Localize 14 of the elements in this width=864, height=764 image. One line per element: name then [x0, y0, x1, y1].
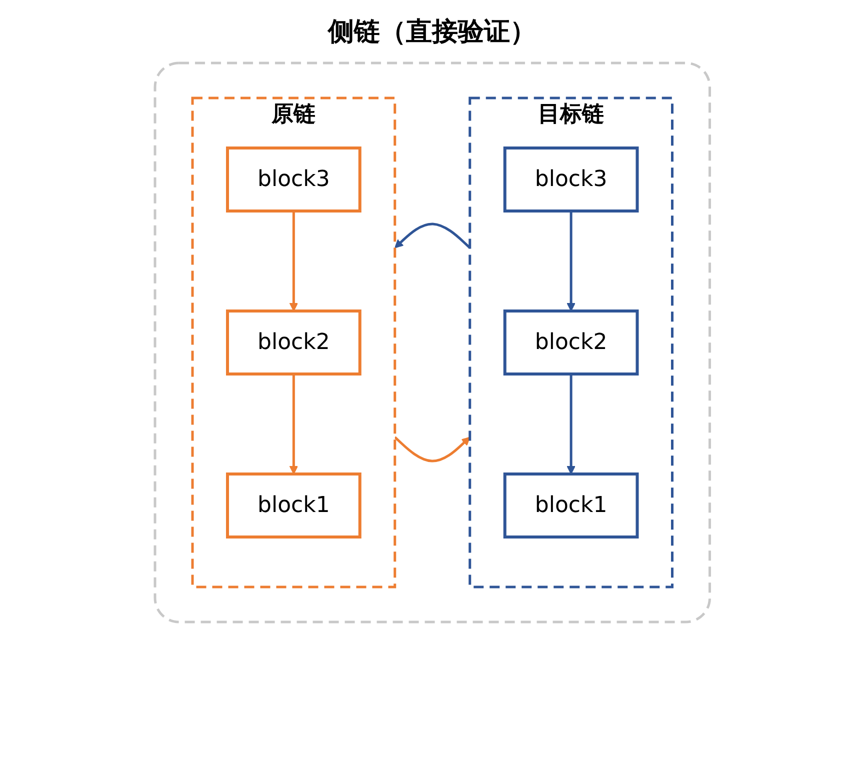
- arrow: [566, 211, 576, 312]
- node-box: block1: [503, 472, 638, 538]
- node-box: block2: [503, 310, 638, 376]
- diagram-title: 侧链（直接验证）: [326, 16, 537, 49]
- cluster: [153, 62, 711, 624]
- arrow: [394, 222, 470, 249]
- arrow: [288, 211, 298, 312]
- node-box: block1: [226, 472, 361, 538]
- arrow: [288, 374, 298, 474]
- node-box: block2: [226, 310, 361, 376]
- node-box: block3: [503, 146, 638, 212]
- arrow: [566, 374, 576, 474]
- node-box: block3: [226, 146, 361, 212]
- arrow: [394, 436, 470, 462]
